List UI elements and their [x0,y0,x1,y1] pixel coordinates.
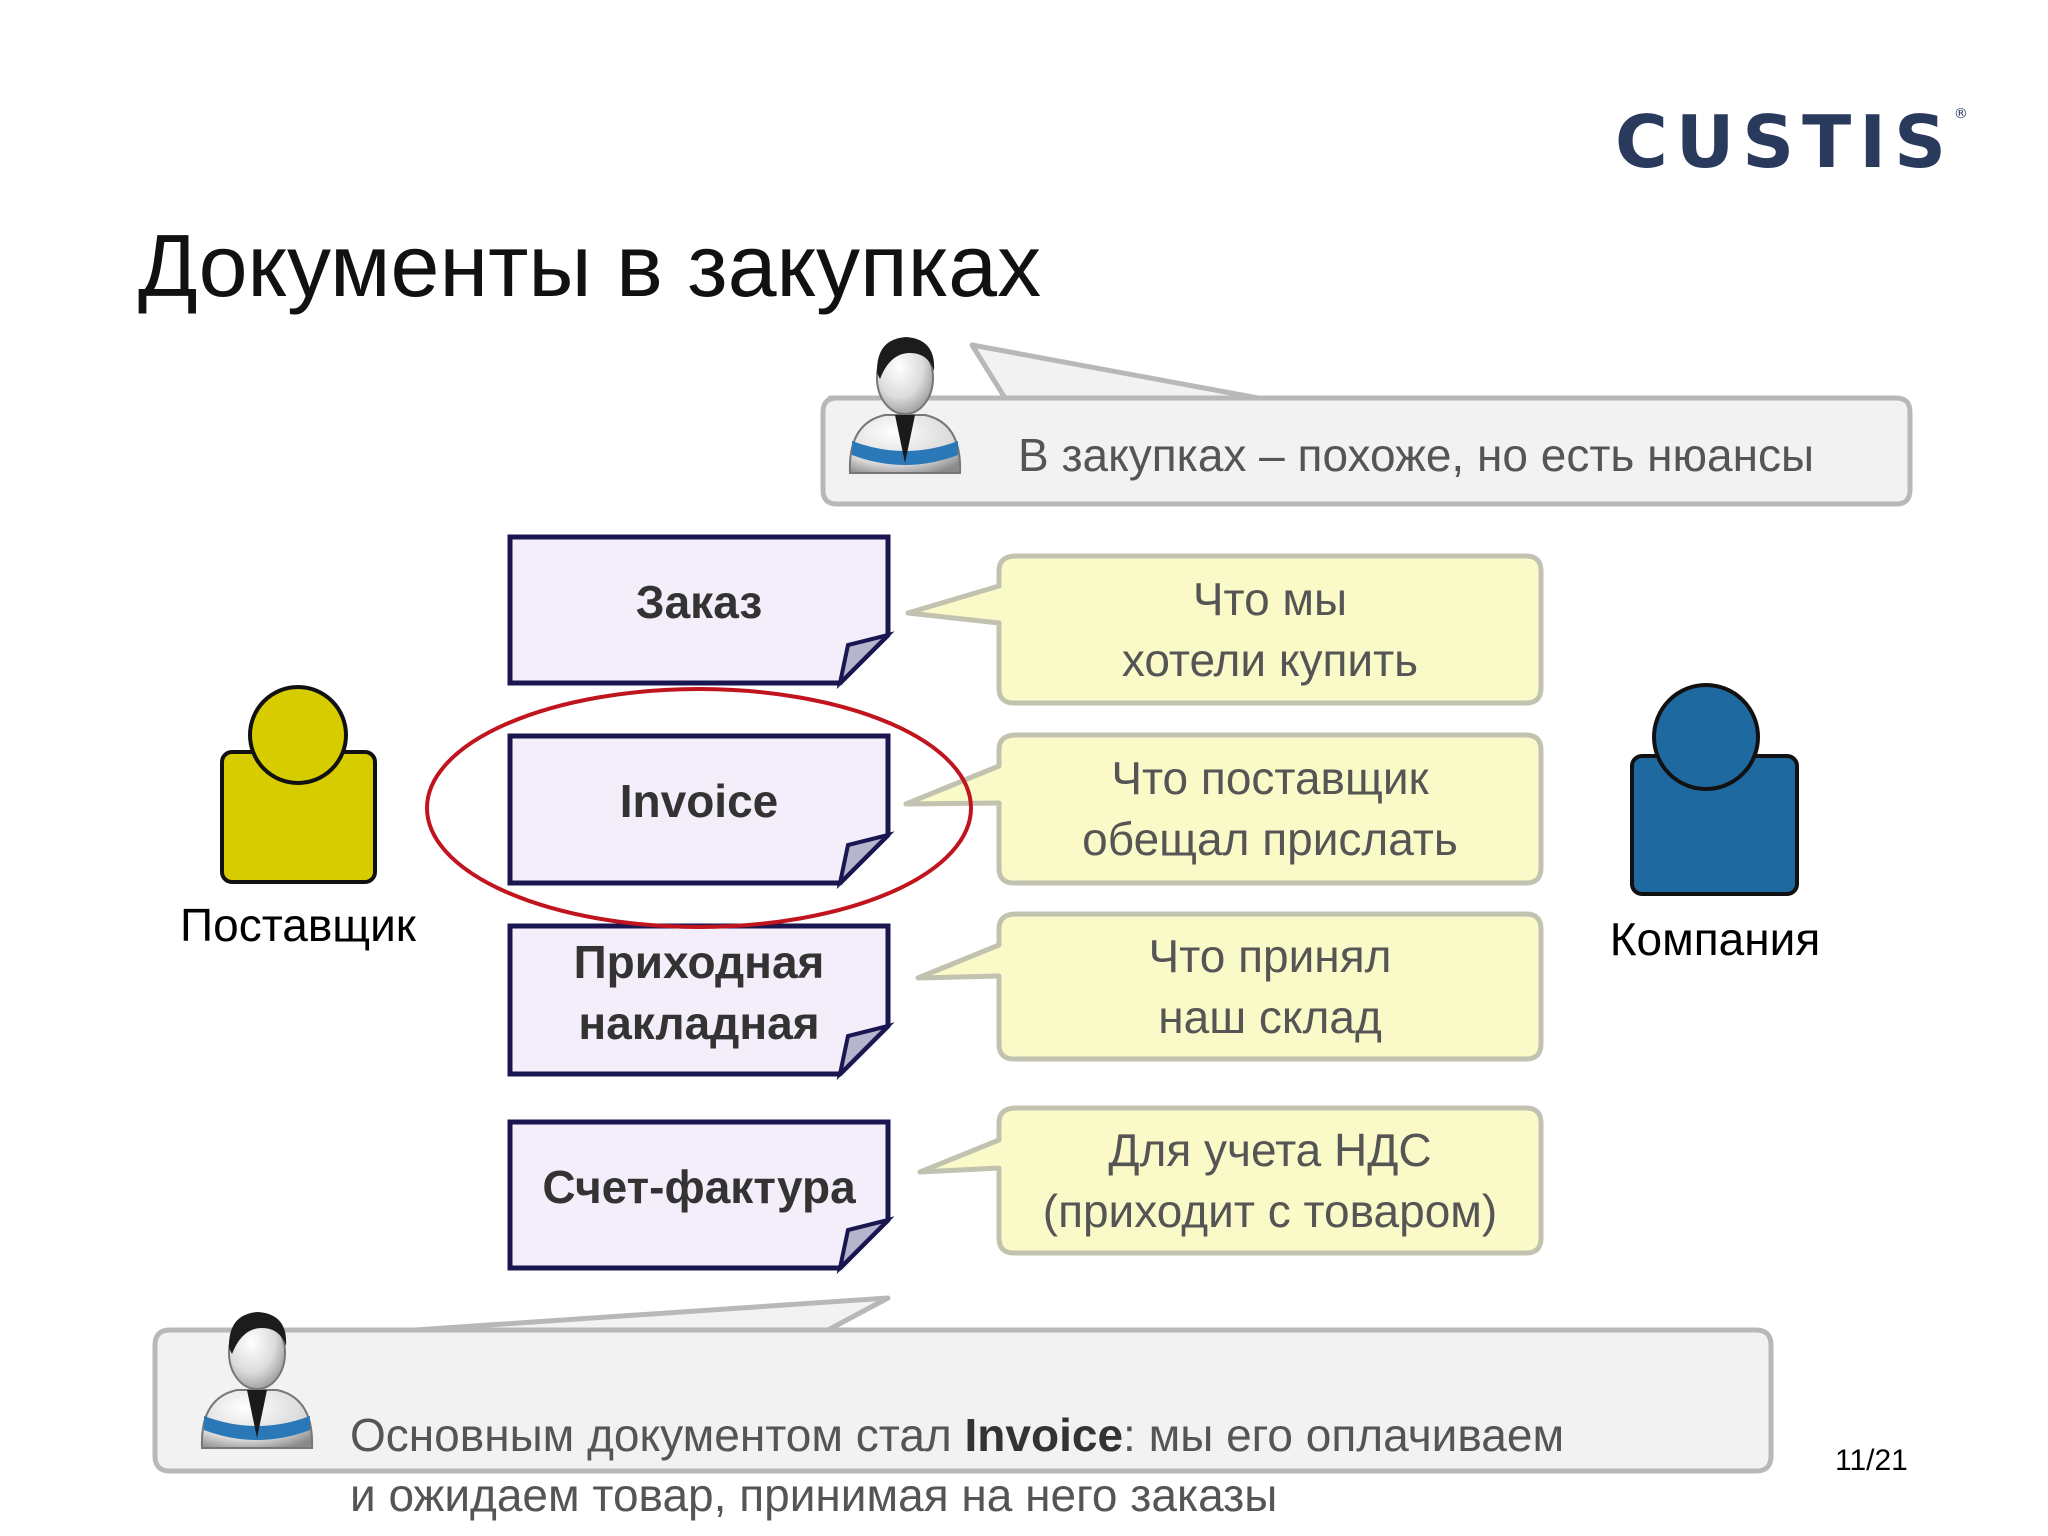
note-invoice [903,732,1544,886]
company-icon [1630,683,1799,896]
top-callout [820,335,1913,507]
page-number: 11/21 [1835,1444,1908,1477]
document-tax-invoice [507,1119,895,1275]
bottom-callout-prefix: Основным документом стал [350,1408,965,1461]
supplier-label: Поставщик [180,898,416,951]
document-receipt [507,923,895,1081]
bottom-callout-text: Основным документом стал Invoice: мы его… [350,1338,1750,1522]
note-invoice-text: Что поставщик обещал прислать [1082,752,1458,865]
document-invoice [507,733,895,890]
invoice-highlight-ellipse [425,687,973,929]
supplier-icon [220,685,377,884]
company-label: Компания [1609,912,1821,965]
slide-title: Документы в закупках [138,216,1042,315]
note-receipt [915,911,1544,1062]
note-tax-invoice-text: Для учета НДС (приходит с товаром) [1042,1123,1498,1237]
note-order-text: Что мы хотели купить [1121,572,1419,686]
document-order [507,534,895,690]
document-order-label: Заказ [635,575,763,628]
bottom-callout [152,1295,1774,1474]
document-receipt-label: Приходная накладная [573,936,825,1049]
bottom-callout-bold: Invoice [964,1408,1124,1461]
note-order [905,553,1544,706]
note-receipt-text: Что принял наш склад [1148,929,1392,1043]
top-callout-text: В закупках – похоже, но есть нюансы [1018,428,1815,481]
document-invoice-label: Invoice [619,774,779,827]
bottom-callout-suffix: : мы его оплачиваем и ожидаем товар, при… [350,1408,1565,1522]
note-tax-invoice [917,1105,1544,1256]
document-tax-invoice-label: Счет-фактура [542,1160,856,1213]
custis-logo: CUSTIS® [1615,100,1968,184]
